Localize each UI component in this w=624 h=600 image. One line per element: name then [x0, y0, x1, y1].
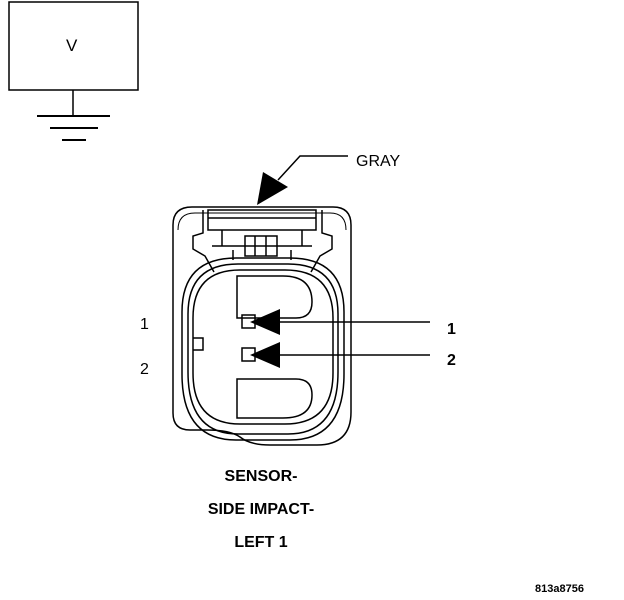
- connector-housing: [172, 206, 352, 446]
- cavity-label-1: 1: [140, 316, 149, 333]
- connector-color-label: GRAY: [356, 153, 401, 170]
- gray-leader-line: [277, 155, 348, 181]
- pin-label-1: 1: [447, 321, 456, 338]
- figure-id: 813a8756: [535, 583, 584, 595]
- pin-label-2: 2: [447, 352, 456, 369]
- caption-line-2: SIDE IMPACT-: [207, 501, 315, 518]
- cavity-key: [193, 337, 204, 351]
- cavity-label-2: 2: [140, 361, 149, 378]
- connector-seal-inner: [187, 263, 339, 435]
- pin-2-arrowhead-icon: [250, 342, 280, 368]
- cavity-body: [192, 269, 334, 425]
- pin-1-arrowhead-icon: [250, 309, 280, 335]
- ground-symbol-icon: [37, 115, 110, 141]
- caption-line-1: SENSOR-: [224, 468, 298, 485]
- connector-latch: [192, 209, 333, 273]
- connector-seal-outer: [181, 257, 345, 441]
- voltage-box-label: V: [66, 36, 78, 55]
- caption-line-3: LEFT 1: [234, 534, 288, 551]
- terminal-block-lower: [236, 378, 313, 419]
- connector-housing-inner-edge: [177, 212, 347, 231]
- gray-leader-arrowhead-icon: [257, 172, 288, 205]
- terminal-block-upper: [236, 275, 313, 319]
